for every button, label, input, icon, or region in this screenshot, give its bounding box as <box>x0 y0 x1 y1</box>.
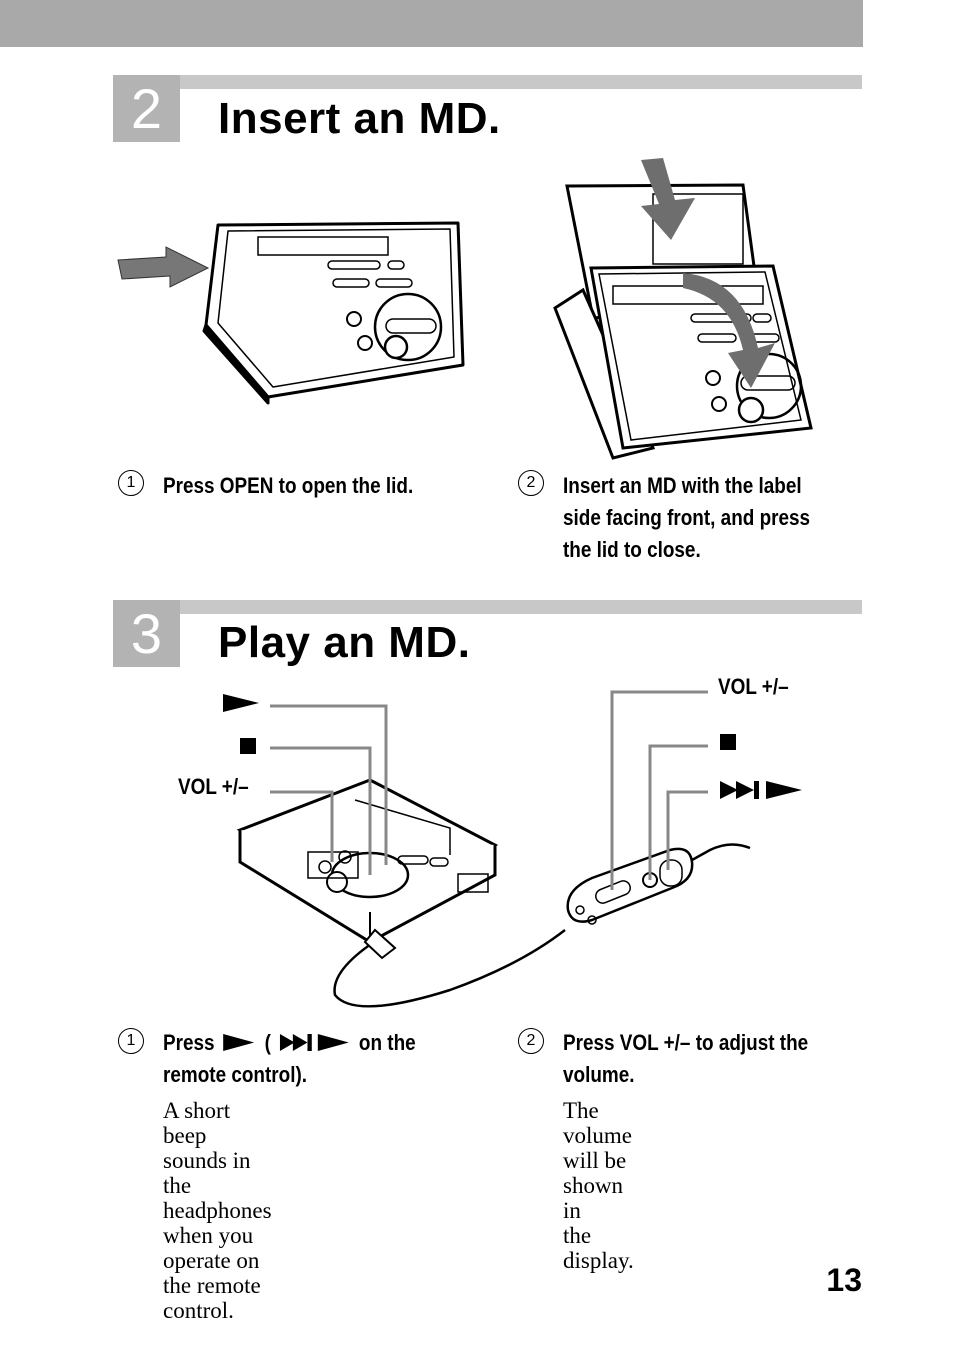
step-number: 1 <box>118 470 144 496</box>
vol-label-player: VOL +/– <box>178 774 249 799</box>
player-open-lid-illustration <box>117 221 465 405</box>
step-text: Press ( on the remote control). <box>163 1030 416 1087</box>
stop-icon <box>720 734 736 750</box>
vol-label-remote: VOL +/– <box>718 674 789 699</box>
step-number: 1 <box>118 1028 144 1054</box>
header-bar <box>0 0 863 47</box>
page-number: 13 <box>826 1262 862 1298</box>
step-note: A short beep sounds in the headphones wh… <box>163 1098 272 1323</box>
stop-icon <box>240 738 256 754</box>
step-text: Insert an MD with the label side facing … <box>563 473 811 562</box>
step-number: 2 <box>518 470 544 496</box>
insert-md-illustration <box>553 158 813 460</box>
section-title-play: Play an MD. <box>218 618 471 667</box>
step-note: The volume will be shown in the display. <box>563 1098 634 1273</box>
section-rule-3 <box>180 600 862 614</box>
section-number-2: 2 <box>113 75 180 142</box>
next-play-icon <box>279 1034 349 1051</box>
play-icon <box>223 694 259 712</box>
step-number: 2 <box>518 1028 544 1054</box>
section-title-insert: Insert an MD. <box>218 94 501 143</box>
next-play-icon <box>720 781 802 799</box>
play-md-illustration <box>236 690 751 1008</box>
section-rule-2 <box>180 75 862 89</box>
play-icon <box>223 1034 255 1051</box>
step-text: Press VOL +/– to adjust the volume. <box>563 1030 809 1087</box>
step-text: Press OPEN to open the lid. <box>163 473 414 498</box>
section-number-3: 3 <box>113 600 180 667</box>
